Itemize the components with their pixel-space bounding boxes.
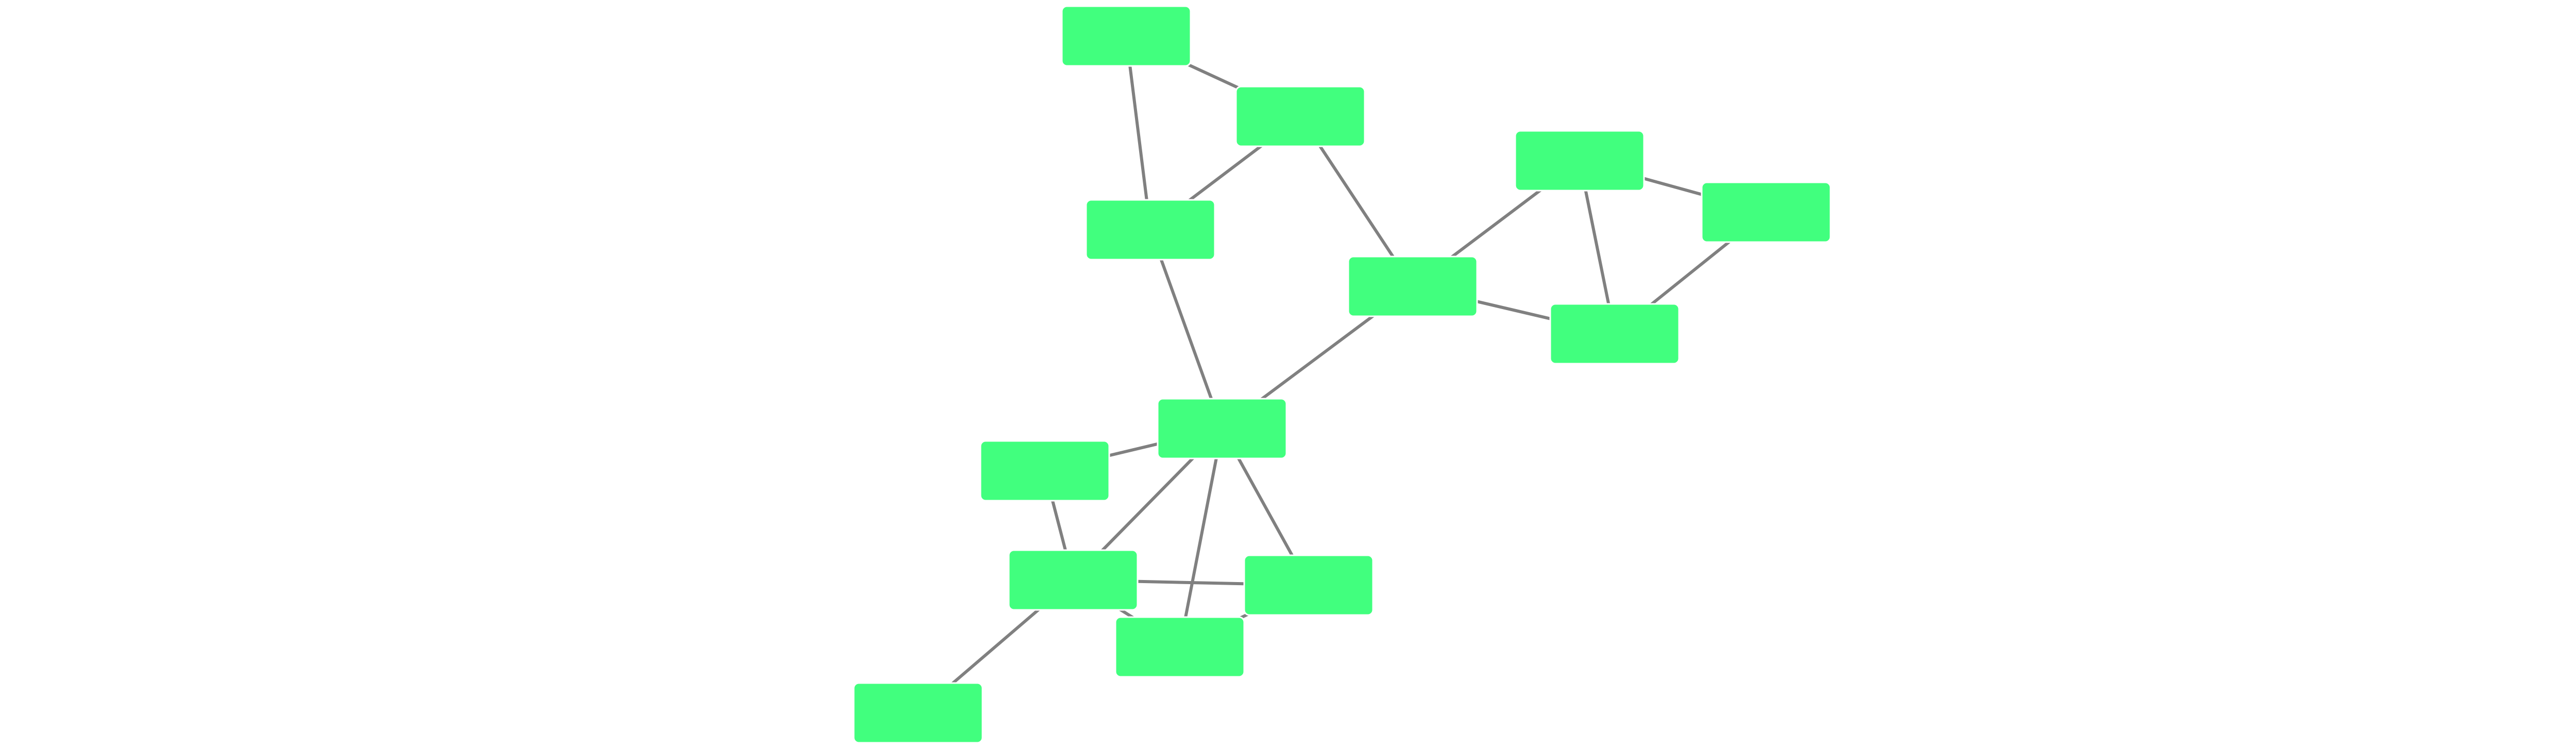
- node-n4[interactable]: [1347, 255, 1478, 317]
- node-n5[interactable]: [1514, 130, 1645, 192]
- edge-n1-n3: [1125, 35, 1152, 231]
- edge-n3-n8: [1149, 228, 1224, 430]
- node-n6[interactable]: [1701, 181, 1832, 243]
- node-box[interactable]: [1235, 86, 1366, 147]
- nodes-layer: [853, 5, 1832, 744]
- node-n3[interactable]: [1085, 199, 1216, 261]
- node-box[interactable]: [1157, 398, 1287, 459]
- node-box[interactable]: [1114, 616, 1245, 678]
- node-n7[interactable]: [1549, 303, 1680, 365]
- node-box[interactable]: [1549, 303, 1680, 365]
- node-n12[interactable]: [1114, 616, 1245, 678]
- node-n10[interactable]: [1008, 549, 1139, 611]
- node-box[interactable]: [1008, 549, 1139, 611]
- node-box[interactable]: [1085, 199, 1216, 261]
- node-box[interactable]: [979, 440, 1110, 502]
- node-box[interactable]: [1061, 5, 1192, 67]
- node-box[interactable]: [1701, 181, 1832, 243]
- node-n11[interactable]: [1243, 554, 1374, 616]
- node-n13[interactable]: [853, 682, 984, 744]
- node-n2[interactable]: [1235, 86, 1366, 147]
- edge-n8-n12: [1178, 427, 1224, 649]
- node-box[interactable]: [1347, 255, 1478, 317]
- node-n8[interactable]: [1157, 398, 1287, 459]
- node-n9[interactable]: [979, 440, 1110, 502]
- node-n1[interactable]: [1061, 5, 1192, 67]
- node-box[interactable]: [1243, 554, 1374, 616]
- node-box[interactable]: [1514, 130, 1645, 192]
- node-box[interactable]: [853, 682, 984, 744]
